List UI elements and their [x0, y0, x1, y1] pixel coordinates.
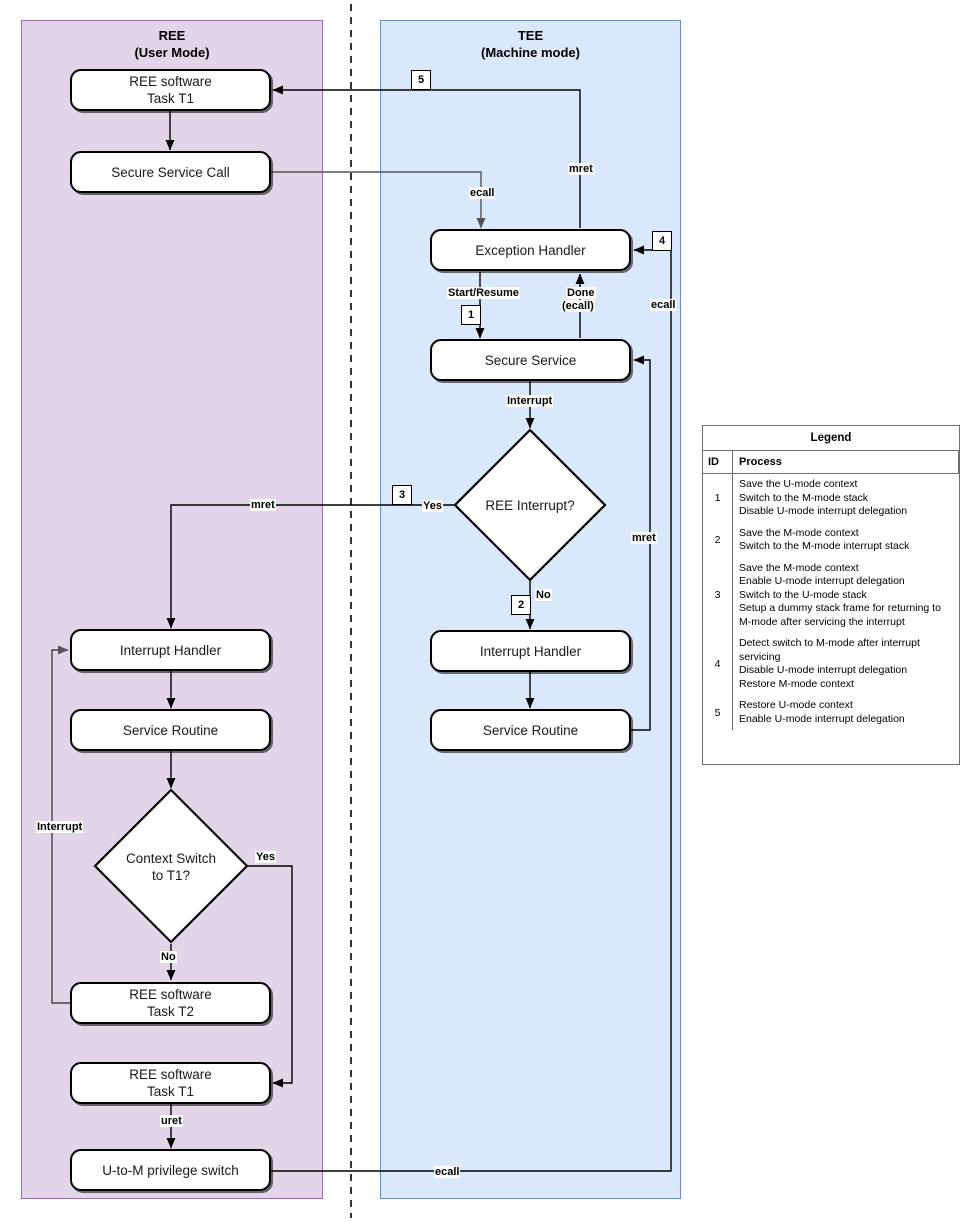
- ree-task-t2-line2: Task T2: [146, 1004, 195, 1019]
- node-u-to-m-privilege-switch[interactable]: U-to-M privilege switch: [70, 1149, 271, 1191]
- ree-task-t1-top-line2: Task T1: [146, 91, 195, 106]
- context-switch-line1: Context Switch: [125, 851, 217, 866]
- legend-process-line: Save the U-mode context: [739, 478, 858, 490]
- legend-process-line: Detect switch to M-mode after interrupt …: [739, 637, 920, 663]
- legend-process-line: Save the M-mode context: [739, 526, 859, 539]
- node-ree-software-task-t2[interactable]: REE software Task T2: [70, 982, 271, 1024]
- legend-header-id: ID: [703, 451, 733, 474]
- ree-title-line1: REE: [158, 28, 186, 43]
- node-secure-service[interactable]: Secure Service: [430, 339, 631, 381]
- ree-interrupt-decision-label: REE Interrupt?: [485, 497, 575, 513]
- legend-header-row: ID Process: [703, 451, 959, 474]
- edge-label-uret: uret: [160, 1115, 183, 1127]
- legend-header-process: Process: [732, 451, 959, 474]
- legend-row-id: 4: [703, 633, 733, 695]
- edge-label-mret-left: mret: [250, 499, 276, 511]
- node-tee-interrupt-handler[interactable]: Interrupt Handler: [430, 630, 631, 672]
- edge-label-mret-right: mret: [631, 532, 657, 544]
- legend-process-line: Switch to the M-mode stack: [739, 491, 868, 504]
- ree-task-t1-bottom-line2: Task T1: [146, 1084, 195, 1099]
- node-ree-interrupt-decision[interactable]: REE Interrupt?: [460, 493, 600, 517]
- ree-task-t1-bottom-line1: REE software: [129, 1067, 212, 1082]
- tee-service-routine-label: Service Routine: [482, 722, 579, 738]
- ree-title-line2: (User Mode): [134, 45, 210, 60]
- step-badge-4: 4: [652, 231, 672, 251]
- edge-label-yes-ree-interrupt: Yes: [422, 500, 443, 512]
- legend-process-line: Switch to the U-mode stack: [739, 588, 867, 601]
- node-ree-software-task-t1-bottom[interactable]: REE software Task T1: [70, 1062, 271, 1104]
- edge-label-mret-top: mret: [568, 163, 594, 175]
- legend-row-id: 2: [703, 522, 733, 558]
- legend-row-id: 1: [703, 473, 733, 523]
- edge-label-interrupt-tee: Interrupt: [506, 395, 554, 407]
- node-secure-service-call[interactable]: Secure Service Call: [70, 151, 271, 193]
- step-badge-1: 1: [461, 305, 481, 325]
- legend-process-line: Restore M-mode context: [739, 677, 854, 690]
- node-ree-interrupt-handler[interactable]: Interrupt Handler: [70, 629, 271, 671]
- edge-label-no-context-switch: No: [160, 951, 177, 963]
- edge-label-no-ree-interrupt: No: [535, 589, 552, 601]
- tee-title-line1: TEE: [517, 28, 544, 43]
- step-badge-2: 2: [511, 595, 531, 615]
- legend-row-process: Detect switch to M-mode after interrupt …: [733, 633, 959, 695]
- ree-task-t1-top-line1: REE software: [129, 74, 212, 89]
- node-exception-handler[interactable]: Exception Handler: [430, 229, 631, 271]
- tee-interrupt-handler-label: Interrupt Handler: [479, 643, 582, 659]
- edge-label-ecall-bottom: ecall: [434, 1166, 461, 1178]
- legend-process-line: Setup a dummy stack frame for returning …: [739, 602, 941, 628]
- ree-service-routine-label: Service Routine: [122, 722, 219, 738]
- legend-title: Legend: [703, 426, 959, 451]
- node-context-switch-decision[interactable]: Context Switch to T1?: [101, 845, 241, 889]
- legend-process-line: Save the M-mode context: [739, 561, 859, 574]
- exception-handler-label: Exception Handler: [475, 242, 586, 258]
- edge-label-done-ecall-line2: (ecall): [561, 300, 595, 312]
- edge-label-ecall-right: ecall: [650, 299, 677, 311]
- legend-process-line: Switch to the M-mode interrupt stack: [739, 540, 910, 552]
- legend-process-line: Enable U-mode interrupt delegation: [739, 712, 905, 725]
- legend-process-line: Disable U-mode interrupt delegation: [739, 664, 908, 676]
- node-tee-service-routine[interactable]: Service Routine: [430, 709, 631, 751]
- ree-panel-title: REE (User Mode): [21, 27, 323, 61]
- context-switch-line2: to T1?: [151, 868, 190, 883]
- edge-label-ecall-top: ecall: [469, 187, 496, 199]
- edge-label-yes-context-switch: Yes: [255, 851, 276, 863]
- legend-process-line: Disable U-mode interrupt delegation: [739, 505, 908, 517]
- legend-row-id: 3: [703, 557, 733, 633]
- legend-process-line: Restore U-mode context: [739, 699, 853, 711]
- tee-panel-title: TEE (Machine mode): [380, 27, 681, 61]
- legend-process-line: Enable U-mode interrupt delegation: [739, 575, 905, 587]
- ree-interrupt-handler-label: Interrupt Handler: [119, 642, 222, 658]
- secure-service-label: Secure Service: [484, 352, 577, 368]
- step-badge-3: 3: [392, 485, 412, 505]
- node-ree-software-task-t1-top[interactable]: REE software Task T1: [70, 69, 271, 111]
- node-ree-service-routine[interactable]: Service Routine: [70, 709, 271, 751]
- tee-title-line2: (Machine mode): [481, 45, 580, 60]
- u-to-m-switch-label: U-to-M privilege switch: [102, 1162, 239, 1178]
- edge-label-interrupt-loop: Interrupt: [36, 821, 84, 833]
- ree-task-t2-line1: REE software: [129, 987, 212, 1002]
- step-badge-5: 5: [411, 70, 431, 90]
- edge-label-done-ecall-line1: Done: [566, 287, 596, 299]
- edge-label-start-resume: Start/Resume: [447, 287, 520, 299]
- secure-service-call-label: Secure Service Call: [111, 164, 230, 180]
- legend-row-id: 5: [703, 695, 733, 730]
